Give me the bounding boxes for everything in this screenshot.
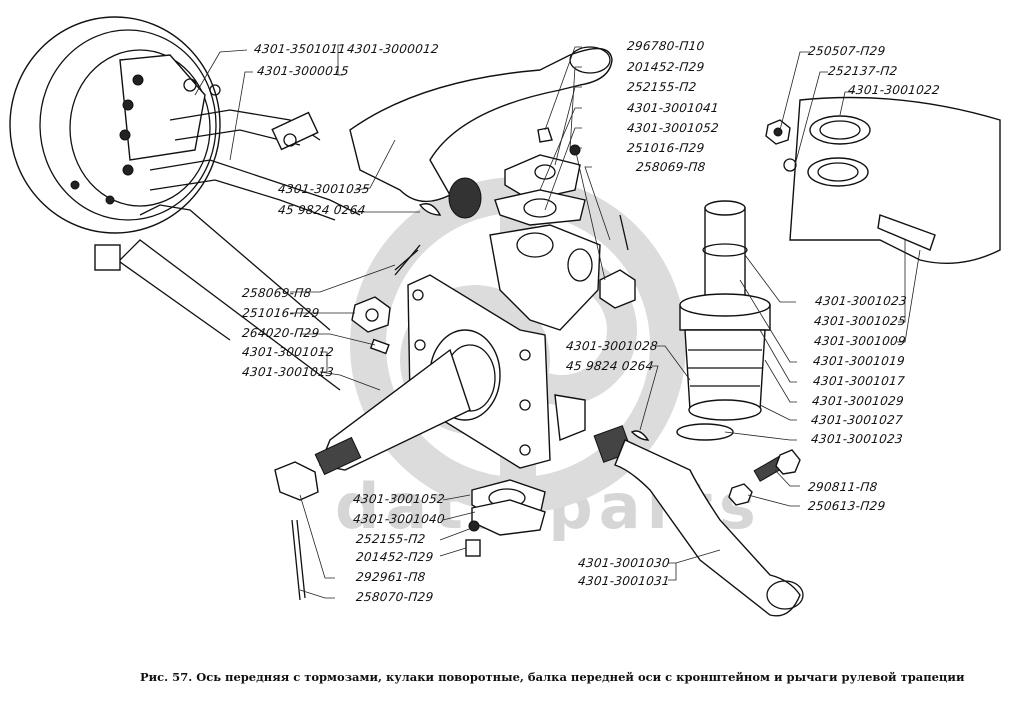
part-label: 201452-П29 [355,550,435,564]
part-label: 4301-3001030 [577,556,671,570]
part-label: 251016-П29 [241,306,321,320]
part-label: 4301-3001022 [847,83,941,97]
part-label: 45 9824 0264 [565,359,655,373]
part-label: 4301-3001012 [241,345,335,359]
part-label: 4301-3001019 [812,354,906,368]
part-label: 250507-П29 [807,44,887,58]
part-label: 4301-3001009 [813,334,907,348]
part-label: 4301-3501011 [253,42,347,56]
brake-drum-assembly [9,16,361,391]
part-label: 4301-3001031 [577,574,671,588]
upper-steering-arm [349,46,613,219]
part-label: 251016-П29 [626,141,706,155]
part-label: 4301-3001052 [626,121,720,135]
part-label: 4301-3001041 [626,101,720,115]
king-pin-assembly [676,200,771,441]
part-label: 4301-3001040 [352,512,446,526]
part-label: 264020-П29 [241,326,321,340]
part-label: 250613-П29 [807,499,887,513]
part-label: 4301-3001023 [810,432,904,446]
part-label: 4301-3001028 [565,339,659,353]
part-label: 4301-3001035 [277,182,371,196]
part-label: 292961-П8 [355,570,427,584]
part-label: 258070-П29 [355,590,435,604]
leader-lines [194,44,921,599]
lower-steering-arm [593,425,804,617]
figure-caption: Рис. 57. Ось передняя с тормозами, кулак… [140,670,965,684]
part-label: 4301-3000015 [256,64,350,78]
part-label: 201452-П29 [626,60,706,74]
part-label: 252155-П2 [626,80,698,94]
part-label: 4301-3001017 [812,374,906,388]
part-label: 45 9824 0264 [277,203,367,217]
part-label: 296780-П10 [626,39,706,53]
part-label: 4301-3001052 [352,492,446,506]
part-label: 258069-П8 [241,286,313,300]
part-label: 4301-3001025 [813,314,907,328]
part-label: 4301-3001013 [241,365,335,379]
part-label: 290811-П8 [807,480,879,494]
upper-cover-parts [494,127,586,226]
lower-cover-parts [274,461,546,601]
steering-knuckle [314,214,636,476]
part-label: 4301-3001029 [811,394,905,408]
part-label: 4301-3001027 [810,413,904,427]
part-label: 4301-3000012 [346,42,440,56]
part-label: 4301-3001023 [814,294,908,308]
axle-beam-end [765,96,1001,264]
part-label: 252155-П2 [355,532,427,546]
part-label: 252137-П2 [827,64,899,78]
part-label: 258069-П8 [635,160,707,174]
